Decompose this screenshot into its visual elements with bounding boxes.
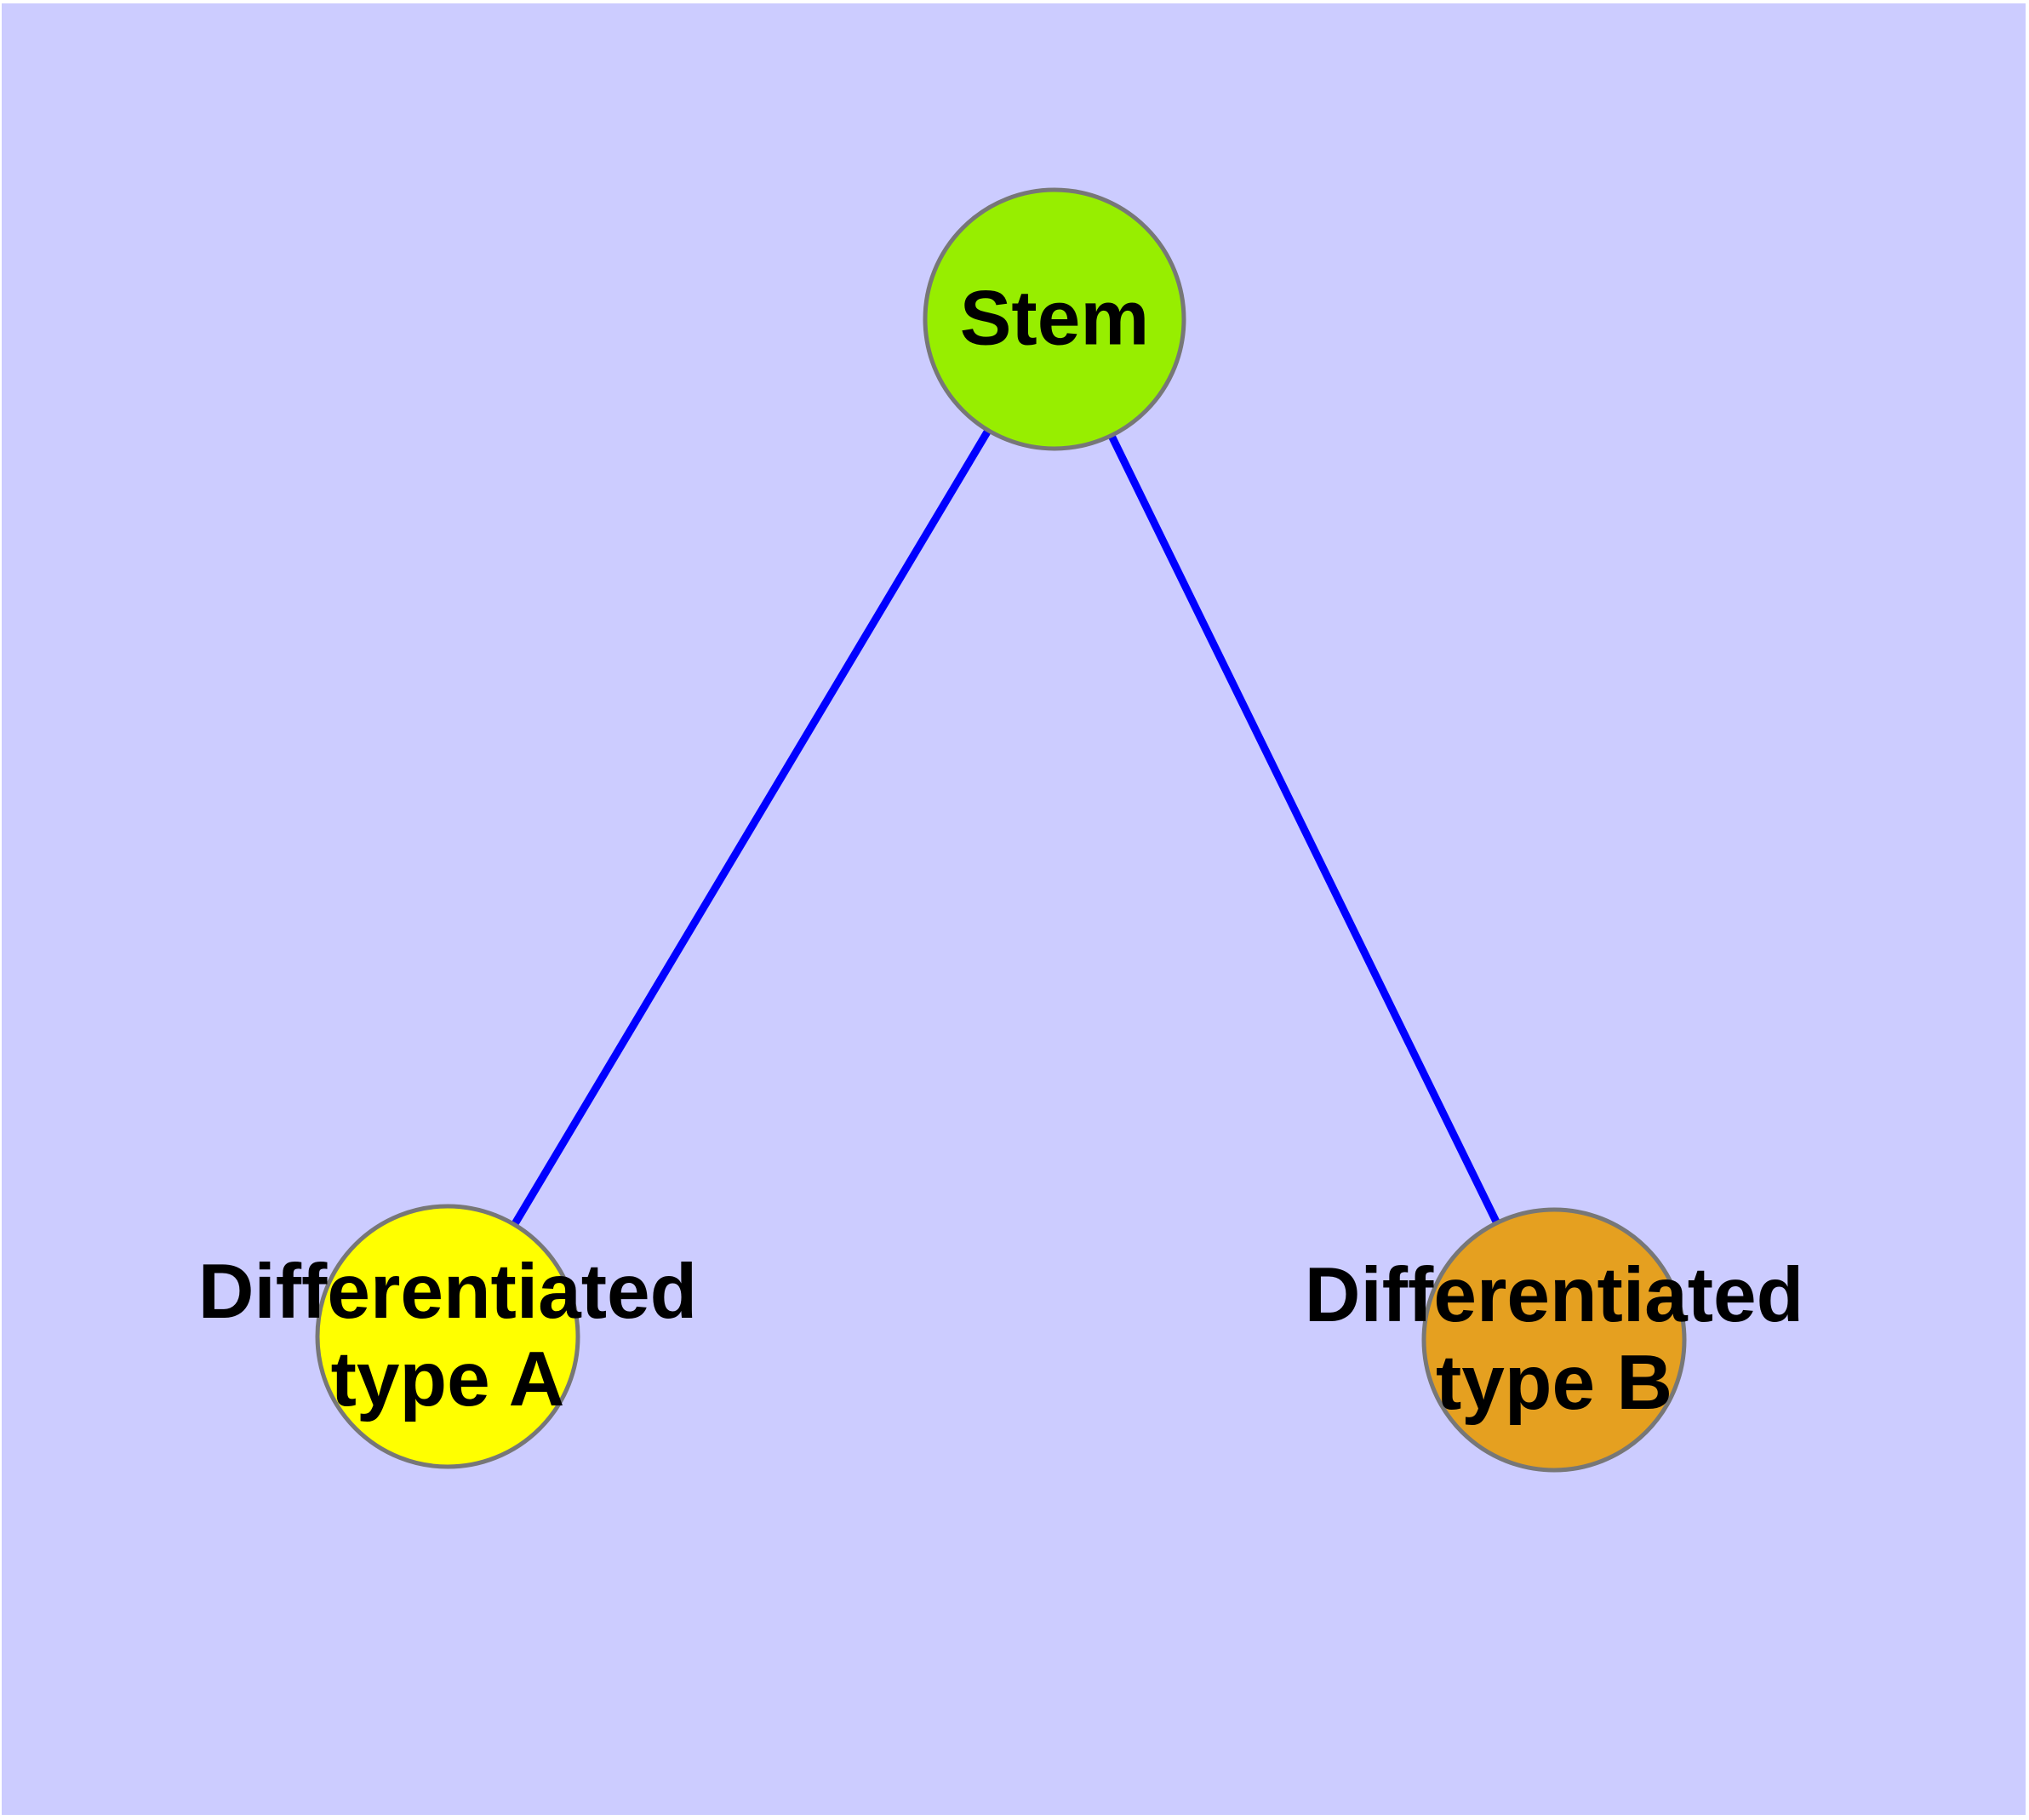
nodes xyxy=(315,187,1687,1473)
node-type-b-circle xyxy=(1421,1207,1687,1473)
edges xyxy=(444,317,1558,1342)
edge-stem-to-type-a xyxy=(444,317,1058,1339)
node-stem-circle xyxy=(923,187,1186,451)
edge-stem-to-type-b xyxy=(1050,318,1558,1342)
node-type-a-circle xyxy=(315,1204,580,1469)
